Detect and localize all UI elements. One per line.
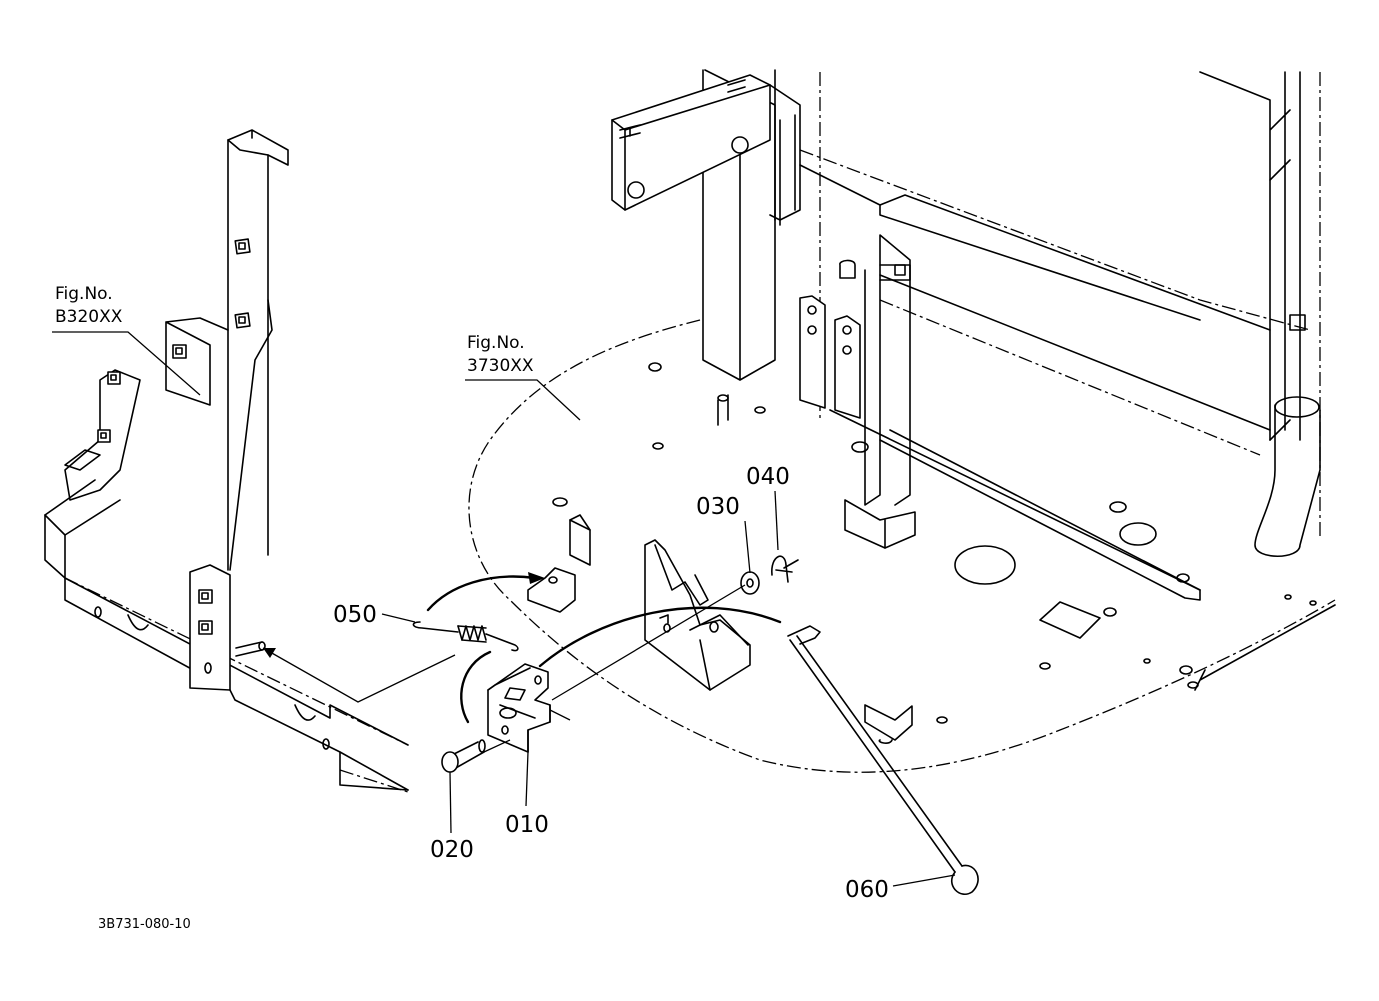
part-060-release-rod [787, 625, 979, 895]
part-050-spring [412, 621, 519, 652]
plate-nut-lower [198, 620, 213, 635]
post-nut-lower [234, 312, 251, 329]
post-nut-upper [234, 238, 251, 255]
bracket-nut-upper [107, 371, 121, 385]
fig-ref-b320xx: Fig.No. B320XX [55, 284, 123, 327]
floor-plate-assembly [468, 69, 1336, 773]
gusset-nut [172, 344, 187, 359]
fig-ref-number: 3730XX [467, 356, 534, 376]
callout-020: 020 [430, 837, 474, 863]
callout-leaders [52, 331, 956, 887]
fig-ref-3730xx: Fig.No. 3730XX [467, 333, 534, 376]
callout-060: 060 [845, 877, 889, 903]
part-030-washer [740, 571, 760, 595]
assembly-guide-lines [262, 572, 782, 753]
callout-030: 030 [696, 494, 740, 520]
drawing-number: 3B731-080-10 [98, 917, 191, 932]
fig-ref-number: B320XX [55, 307, 123, 327]
callout-050: 050 [333, 602, 377, 628]
part-010-latch-plate [487, 663, 571, 753]
callout-010: 010 [505, 812, 549, 838]
fig-ref-label: Fig.No. [467, 333, 525, 353]
part-020-clevis-pin [441, 739, 486, 773]
part-040-cotter-pin [771, 555, 799, 583]
callout-040: 040 [746, 464, 790, 490]
bracket-nut-lower [97, 429, 111, 443]
fig-ref-label: Fig.No. [55, 284, 113, 304]
left-frame-assembly [44, 129, 409, 793]
plate-nut-upper [198, 589, 213, 604]
